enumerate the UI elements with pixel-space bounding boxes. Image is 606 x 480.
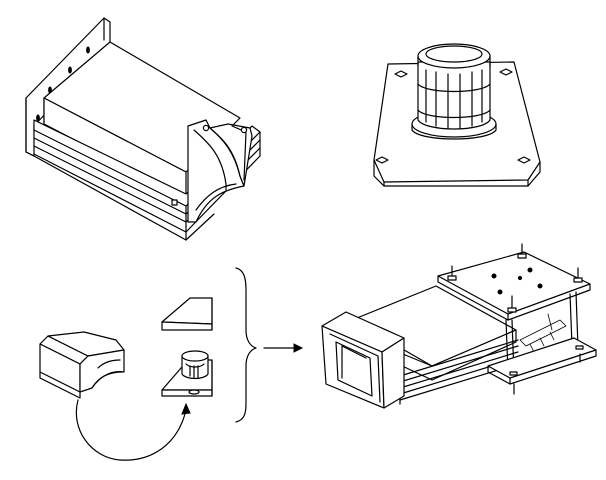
right-arrow <box>263 343 304 353</box>
right-brace <box>235 267 257 423</box>
small-housing <box>39 331 125 399</box>
curved-arrow <box>75 399 191 461</box>
plate-with-cylinder <box>161 350 213 397</box>
bolt <box>573 267 583 283</box>
bolt <box>447 265 457 281</box>
bracketed-housing <box>25 17 261 241</box>
bolt <box>507 295 517 313</box>
bolt <box>517 243 527 259</box>
cylindrical-base-plate <box>373 43 541 187</box>
assembled-duct <box>321 243 597 409</box>
wedge-plate <box>161 297 213 331</box>
